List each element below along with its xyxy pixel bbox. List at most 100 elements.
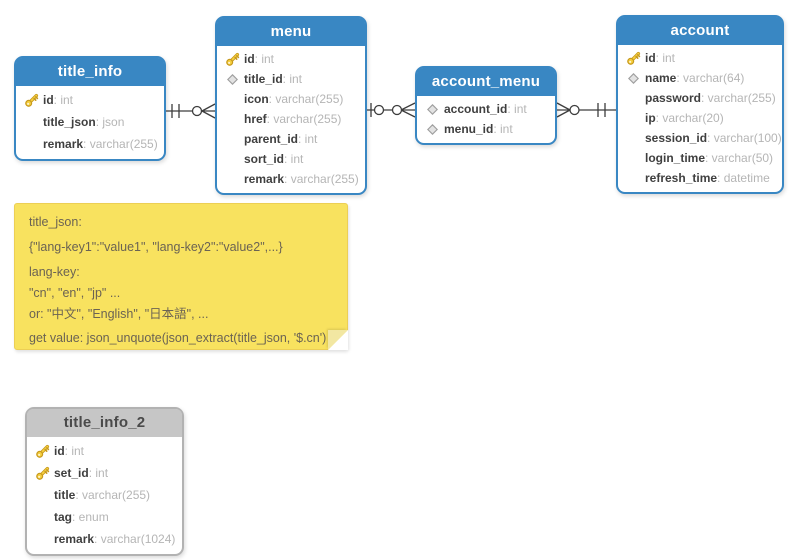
field-icon-placeholder — [225, 92, 244, 107]
field-name: login_time — [645, 151, 706, 165]
field-icon-placeholder — [626, 111, 645, 126]
field-icon-placeholder — [626, 151, 645, 166]
field-type: : varchar(255) — [268, 92, 344, 106]
relationship-connector-accountmenu-account[interactable] — [556, 102, 616, 118]
field-type: : int — [298, 132, 318, 146]
field-row: menu_id: int — [417, 119, 555, 139]
field-name: href — [244, 112, 267, 126]
field-name: id — [244, 52, 255, 66]
field-row: account_id: int — [417, 99, 555, 119]
field-row: title_json: json — [16, 111, 164, 133]
foreign-key-diamond-icon — [225, 72, 244, 87]
field-type: : int — [507, 102, 527, 116]
field-name: title_json — [43, 115, 96, 129]
field-name: title_id — [244, 72, 283, 86]
field-name: remark — [244, 172, 285, 186]
field-name: name — [645, 71, 677, 85]
field-row: ip: varchar(20) — [618, 108, 782, 128]
table-title: menu — [217, 18, 365, 46]
table-menu[interactable]: menu id: int title_id: int icon: varchar… — [215, 16, 367, 195]
field-row: session_id: varchar(100) — [618, 128, 782, 148]
field-row: tag: enum — [27, 506, 182, 528]
field-name: refresh_time — [645, 171, 718, 185]
field-row: login_time: varchar(50) — [618, 148, 782, 168]
field-type: : varchar(255) — [284, 172, 359, 186]
field-name: parent_id — [244, 132, 299, 146]
field-name: set_id — [54, 466, 89, 480]
field-icon-placeholder — [626, 91, 645, 106]
field-name: id — [645, 51, 656, 65]
field-name: id — [43, 93, 54, 107]
relationship-connector-titleinfo-menu[interactable] — [166, 103, 216, 119]
field-row: remark: varchar(1024) — [27, 528, 182, 550]
table-title-info-2[interactable]: title_info_2 id: int set_id: int title: … — [25, 407, 184, 556]
primary-key-icon — [35, 444, 54, 459]
table-title: title_info — [16, 58, 164, 86]
field-type: : varchar(100) — [707, 131, 782, 145]
note-line: get value: json_unquote(json_extract(tit… — [29, 331, 327, 345]
field-row: name: varchar(64) — [618, 68, 782, 88]
field-type: : varchar(255) — [701, 91, 776, 105]
field-name: tag — [54, 510, 72, 524]
table-fields: id: int name: varchar(64) password: varc… — [618, 45, 782, 192]
table-account[interactable]: account id: int name: varchar(64) passwo… — [616, 15, 784, 194]
table-fields: id: int title_id: int icon: varchar(255)… — [217, 46, 365, 193]
field-icon-placeholder — [24, 115, 43, 130]
field-type: : varchar(255) — [83, 137, 158, 151]
field-row: password: varchar(255) — [618, 88, 782, 108]
primary-key-icon — [35, 466, 54, 481]
field-icon-placeholder — [35, 532, 54, 547]
field-type: : int — [655, 51, 676, 65]
table-title-info[interactable]: title_info id: int title_json: json rema… — [14, 56, 166, 161]
note-fold-cut — [328, 330, 348, 350]
field-row: id: int — [618, 48, 782, 68]
field-icon-placeholder — [225, 132, 244, 147]
field-type: : enum — [72, 510, 109, 524]
field-type: : json — [95, 115, 125, 129]
field-name: ip — [645, 111, 656, 125]
field-name: remark — [43, 137, 84, 151]
table-title: account — [618, 17, 782, 45]
field-row: title_id: int — [217, 69, 365, 89]
table-fields: id: int title_json: json remark: varchar… — [16, 86, 164, 159]
relationship-connector-menu-accountmenu[interactable] — [367, 102, 416, 118]
field-type: : varchar(20) — [655, 111, 724, 125]
field-name: password — [645, 91, 702, 105]
field-icon-placeholder — [24, 137, 43, 152]
field-row: refresh_time: datetime — [618, 168, 782, 188]
field-name: session_id — [645, 131, 708, 145]
field-name: sort_id — [244, 152, 285, 166]
field-name: remark — [54, 532, 95, 546]
field-icon-placeholder — [225, 172, 244, 187]
field-row: id: int — [16, 89, 164, 111]
note-line: {"lang-key1":"value1", "lang-key2":"valu… — [29, 240, 283, 254]
field-icon-placeholder — [225, 112, 244, 127]
field-name: id — [54, 444, 65, 458]
field-type: : int — [282, 72, 303, 86]
field-icon-placeholder — [35, 488, 54, 503]
field-type: : datetime — [717, 171, 770, 185]
field-row: parent_id: int — [217, 129, 365, 149]
field-type: : int — [254, 52, 275, 66]
field-name: menu_id — [444, 122, 494, 136]
foreign-key-diamond-icon — [425, 122, 444, 137]
field-type: : varchar(1024) — [94, 532, 176, 546]
note-line: or: "中文", "English", "日本語", ... — [29, 307, 209, 321]
field-icon-placeholder — [626, 171, 645, 186]
field-row: href: varchar(255) — [217, 109, 365, 129]
field-row: remark: varchar(255) — [217, 169, 365, 189]
field-icon-placeholder — [225, 152, 244, 167]
field-row: sort_id: int — [217, 149, 365, 169]
field-name: icon — [244, 92, 269, 106]
note-line: title_json: — [29, 215, 82, 229]
note-line: "cn", "en", "jp" ... — [29, 286, 121, 300]
table-title: title_info_2 — [27, 409, 182, 437]
field-row: set_id: int — [27, 462, 182, 484]
field-row: id: int — [27, 440, 182, 462]
table-account-menu[interactable]: account_menu account_id: int menu_id: in… — [415, 66, 557, 145]
field-row: icon: varchar(255) — [217, 89, 365, 109]
sticky-note[interactable]: title_json: {"lang-key1":"value1", "lang… — [14, 203, 348, 350]
primary-key-icon — [225, 52, 244, 67]
field-type: : int — [88, 466, 109, 480]
table-fields: account_id: int menu_id: int — [417, 96, 555, 143]
